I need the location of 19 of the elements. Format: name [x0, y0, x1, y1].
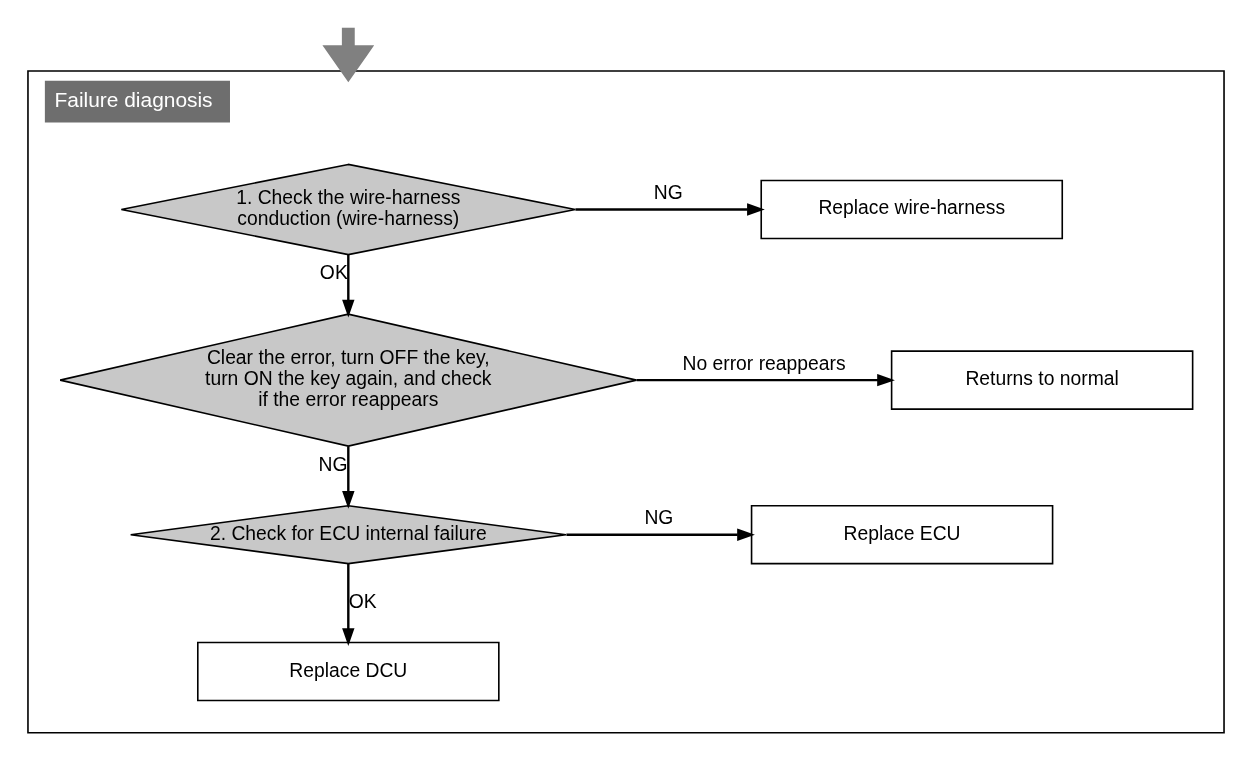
edge-label: OK	[348, 591, 377, 613]
node-box: Returns to normal	[890, 350, 1194, 410]
node-diamond: Clear the error, turn OFF the key, turn ON the key again, and check if the error reappears	[59, 313, 638, 447]
arrow	[636, 373, 895, 387]
node-diamond: 1. Check the wire-harness conduction (wire-harness)	[120, 163, 577, 256]
edge-label: NG	[644, 507, 674, 529]
arrow	[342, 564, 355, 646]
node-diamond: 2. Check for ECU internal failure	[129, 504, 567, 565]
arrow	[342, 446, 355, 509]
edge-label: No error reappears	[682, 352, 846, 374]
node-box: Replace wire-harness	[760, 179, 1064, 240]
node-box: Replace ECU	[750, 504, 1054, 565]
arrow	[322, 27, 375, 83]
edge-label: NG	[318, 453, 348, 475]
arrow	[342, 254, 355, 318]
node-box: Replace DCU	[197, 641, 500, 702]
arrow	[575, 203, 765, 216]
edge-label: NG	[653, 182, 683, 204]
arrow	[566, 528, 755, 541]
